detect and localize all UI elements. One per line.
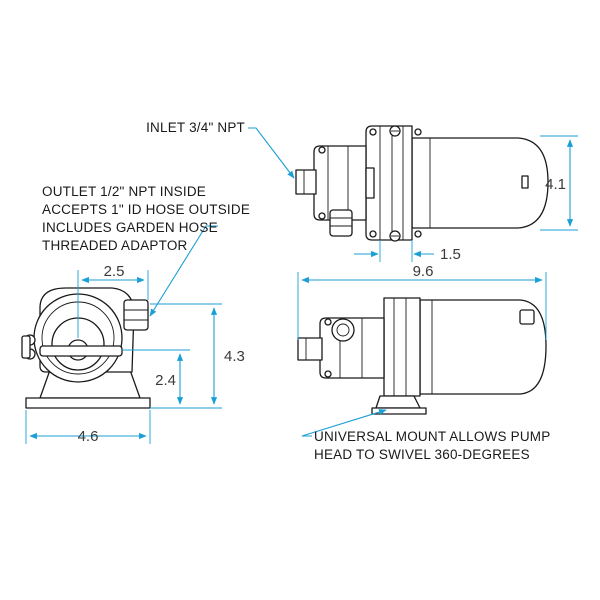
dim-mount-offset: 1.5: [440, 246, 461, 263]
outlet-callout-line3: INCLUDES GARDEN HOSE: [42, 220, 218, 235]
pump-side-view: [297, 297, 547, 415]
mount-callout-line2: HEAD TO SWIVEL 360-DEGREES: [314, 447, 530, 462]
mount-callout-line1: UNIVERSAL MOUNT ALLOWS PUMP: [314, 429, 550, 444]
dim-top-height: 4.1: [545, 176, 566, 193]
inlet-callout: INLET 3/4" NPT: [146, 120, 245, 135]
outlet-callout-line1: OUTLET 1/2" NPT INSIDE: [42, 184, 206, 199]
outlet-callout-line2: ACCEPTS 1" ID HOSE OUTSIDE: [42, 202, 250, 217]
dim-outlet-offset: 2.5: [104, 263, 125, 280]
dim-overall-length: 9.6: [413, 263, 434, 280]
dim-outlet-height: 2.4: [155, 372, 176, 389]
pump-end-view: [21, 287, 151, 409]
dim-end-height: 4.3: [224, 348, 245, 365]
outlet-callout-line4: THREADED ADAPTOR: [42, 238, 188, 253]
dim-base-width: 4.6: [78, 428, 99, 445]
leader-lines: [149, 127, 387, 437]
pump-top-view: [295, 125, 549, 242]
dimension-lines: [25, 135, 578, 444]
